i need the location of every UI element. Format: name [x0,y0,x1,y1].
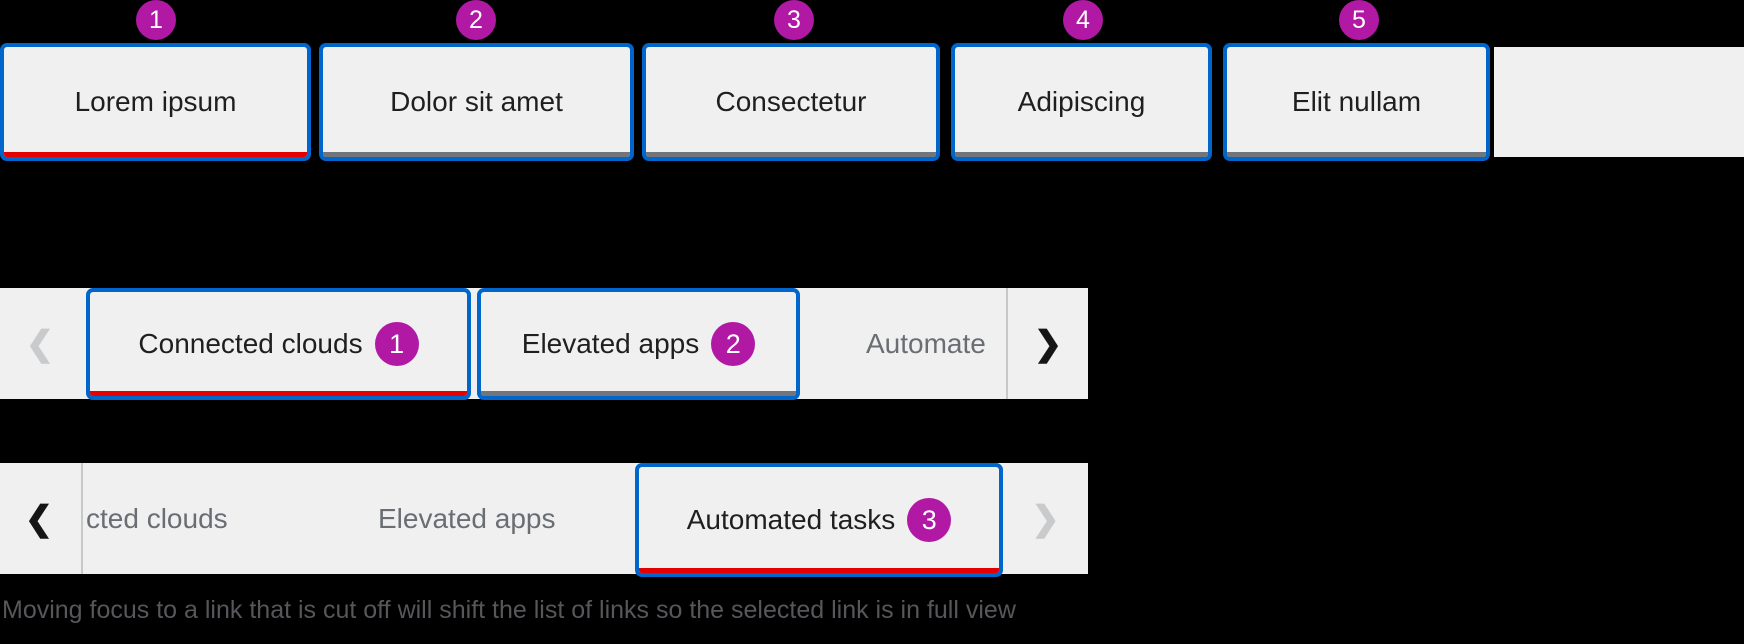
tab-elevated-apps[interactable]: Elevated apps [378,463,555,574]
active-tab-underline [90,391,467,396]
scroll-left-button[interactable]: ❮ [0,463,78,574]
chevron-left-icon: ❮ [24,499,54,538]
overflow-tab-bar-end: ❮ cted clouds Elevated apps Automated ta… [0,463,1088,577]
tab-label: Adipiscing [1017,86,1146,117]
annotation-badge-3: 3 [774,0,814,40]
scroll-right-button[interactable]: ❯ [1008,288,1088,399]
inactive-tab-underline [646,152,936,157]
annotation-badge-4: 4 [1063,0,1103,40]
divider [81,463,83,574]
tab-adipiscing[interactable]: Adipiscing [951,43,1212,161]
tab-label: cted clouds [86,502,228,534]
caption-text: Moving focus to a link that is cut off w… [2,596,1016,624]
tab-label: Elevated apps [521,328,700,359]
tab-label: Dolor sit amet [390,86,563,117]
inactive-tab-underline [323,152,630,157]
tab-label: Automated tasks [686,504,896,535]
scroll-left-button[interactable]: ❮ [0,288,80,399]
tab-connected-clouds-cut-off[interactable]: cted clouds [86,463,228,574]
tab-bar-filler [1494,47,1744,157]
chevron-right-icon: ❯ [1033,324,1063,363]
tab-connected-clouds[interactable]: Connected clouds 1 [86,288,471,400]
inactive-tab-underline [955,152,1208,157]
tab-elevated-apps[interactable]: Elevated apps 2 [477,288,800,400]
scroll-right-button[interactable]: ❯ [1003,463,1088,574]
annotation-badge-1: 1 [136,0,176,40]
overflow-tab-bar-start: ❮ Connected clouds 1 Elevated apps 2 Aut… [0,288,1088,400]
inactive-tab-underline [1227,152,1486,157]
tab-automated-tasks-cut-off[interactable]: Automate [866,288,986,399]
chevron-right-icon: ❯ [1031,499,1060,538]
tab-elit-nullam[interactable]: Elit nullam [1223,43,1490,161]
annotation-badge-5: 5 [1339,0,1379,40]
divider [1006,288,1008,399]
annotation-badge-2: 2 [456,0,496,40]
tab-automated-tasks[interactable]: Automated tasks 3 [635,463,1003,577]
tab-label: Elevated apps [378,502,556,534]
annotation-badge-2: 2 [711,322,756,366]
tab-label: Connected clouds [138,328,363,359]
tab-dolor-sit-amet[interactable]: Dolor sit amet [319,43,634,161]
tab-consectetur[interactable]: Consectetur [642,43,940,161]
active-tab-underline [4,152,307,157]
tab-lorem-ipsum[interactable]: Lorem ipsum [0,43,311,161]
annotation-badge-1: 1 [374,322,419,366]
annotation-badge-3: 3 [907,498,952,542]
chevron-left-icon: ❮ [25,324,55,363]
tab-label: Lorem ipsum [74,86,237,117]
tab-label: Consectetur [715,86,867,117]
inactive-tab-underline [481,391,796,396]
active-tab-underline [639,568,999,573]
tab-label: Automate [866,327,986,359]
tab-label: Elit nullam [1291,86,1422,117]
